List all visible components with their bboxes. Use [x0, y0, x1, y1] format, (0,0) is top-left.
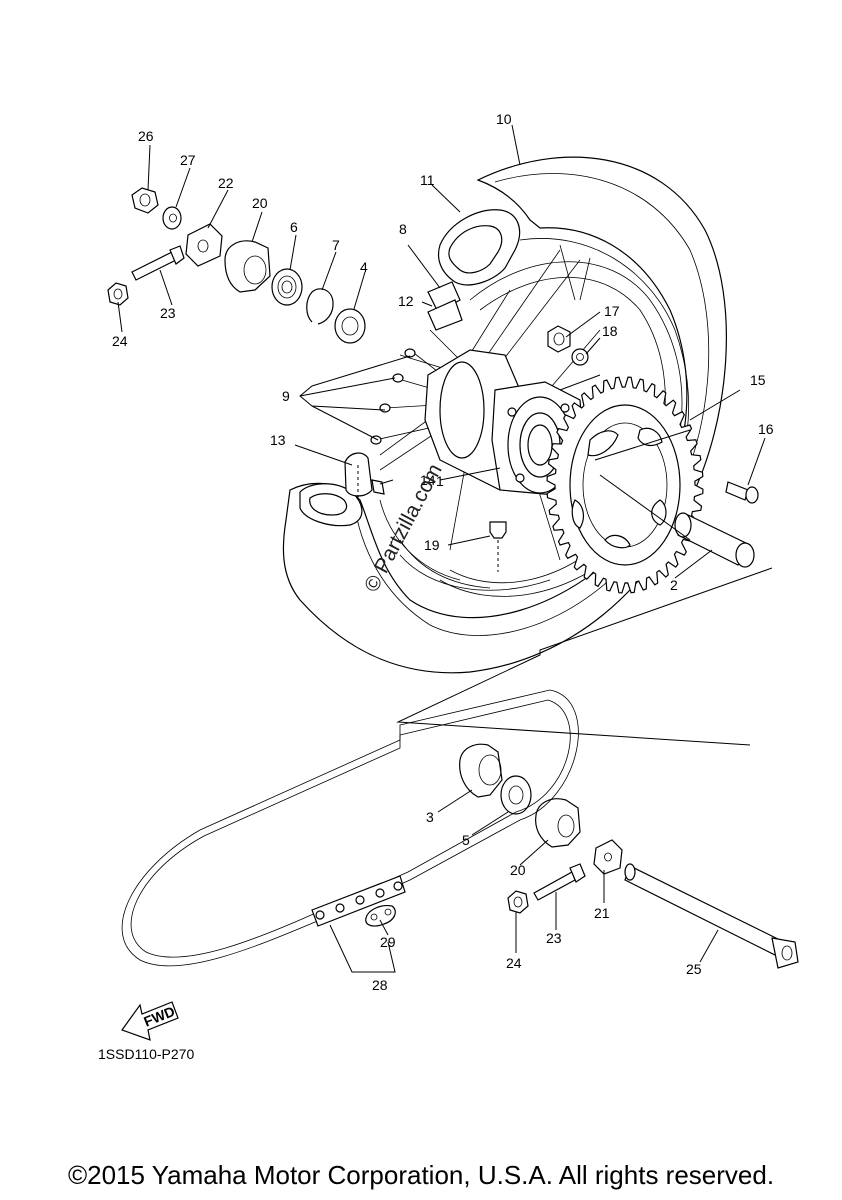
callout-29[interactable]: 29	[380, 934, 396, 950]
sprocket-drawing	[546, 376, 704, 594]
reference-lines	[396, 374, 773, 746]
callout-6[interactable]: 6	[290, 219, 298, 235]
tube-drawing	[427, 209, 521, 331]
diagram-code: 1SSD110-P270	[98, 1046, 195, 1062]
callout-10[interactable]: 10	[496, 111, 512, 127]
callout-21[interactable]: 21	[594, 905, 610, 921]
callout-3[interactable]: 3	[426, 809, 434, 825]
callout-11[interactable]: 11	[420, 172, 435, 188]
callout-7[interactable]: 7	[332, 237, 340, 253]
callout-8[interactable]: 8	[399, 221, 407, 237]
callout-27[interactable]: 27	[180, 152, 196, 168]
callout-9[interactable]: 9	[282, 388, 290, 404]
callout-16[interactable]: 16	[758, 421, 774, 437]
forward-direction-arrow: FWD	[121, 1001, 179, 1041]
drive-chain-drawing	[121, 689, 579, 967]
callout-12[interactable]: 12	[398, 293, 414, 309]
callout-5[interactable]: 5	[462, 832, 470, 848]
leader-lines	[117, 124, 766, 973]
copyright-notice: ©2015 Yamaha Motor Corporation, U.S.A. A…	[67, 1160, 775, 1190]
callout-25[interactable]: 25	[686, 961, 702, 977]
callout-28[interactable]: 28	[372, 977, 388, 993]
callout-1[interactable]: 1	[436, 473, 444, 489]
callout-24-lower[interactable]: 24	[506, 955, 522, 971]
callout-4[interactable]: 4	[360, 259, 368, 275]
valve-drawing	[489, 521, 507, 572]
callout-23-upper[interactable]: 23	[160, 305, 176, 321]
callout-22[interactable]: 22	[218, 175, 234, 191]
callout-15[interactable]: 15	[750, 372, 766, 388]
callout-2[interactable]: 2	[670, 577, 678, 593]
callout-14[interactable]: 14	[420, 472, 436, 488]
callout-19[interactable]: 19	[424, 537, 440, 553]
callout-labels: 1 2 3 4 5 6 7 8 9 10 11 12 13 14 15 16 1…	[112, 111, 774, 993]
callout-17[interactable]: 17	[604, 303, 620, 319]
rim-lock-drawing	[344, 452, 385, 500]
collar-drawing	[674, 512, 755, 568]
callout-18[interactable]: 18	[602, 323, 618, 339]
callout-20-upper[interactable]: 20	[252, 195, 268, 211]
sprocket-bolt-drawing	[725, 481, 759, 504]
sprocket-nut-drawing	[547, 325, 589, 366]
callout-26[interactable]: 26	[138, 128, 154, 144]
spoke-nipples-drawing	[370, 348, 416, 445]
right-axle-parts-drawing	[459, 743, 799, 969]
callout-13[interactable]: 13	[270, 432, 286, 448]
callout-24-upper[interactable]: 24	[112, 333, 128, 349]
left-axle-parts-drawing	[107, 187, 366, 344]
callout-20-lower[interactable]: 20	[510, 862, 526, 878]
callout-23-lower[interactable]: 23	[546, 930, 562, 946]
